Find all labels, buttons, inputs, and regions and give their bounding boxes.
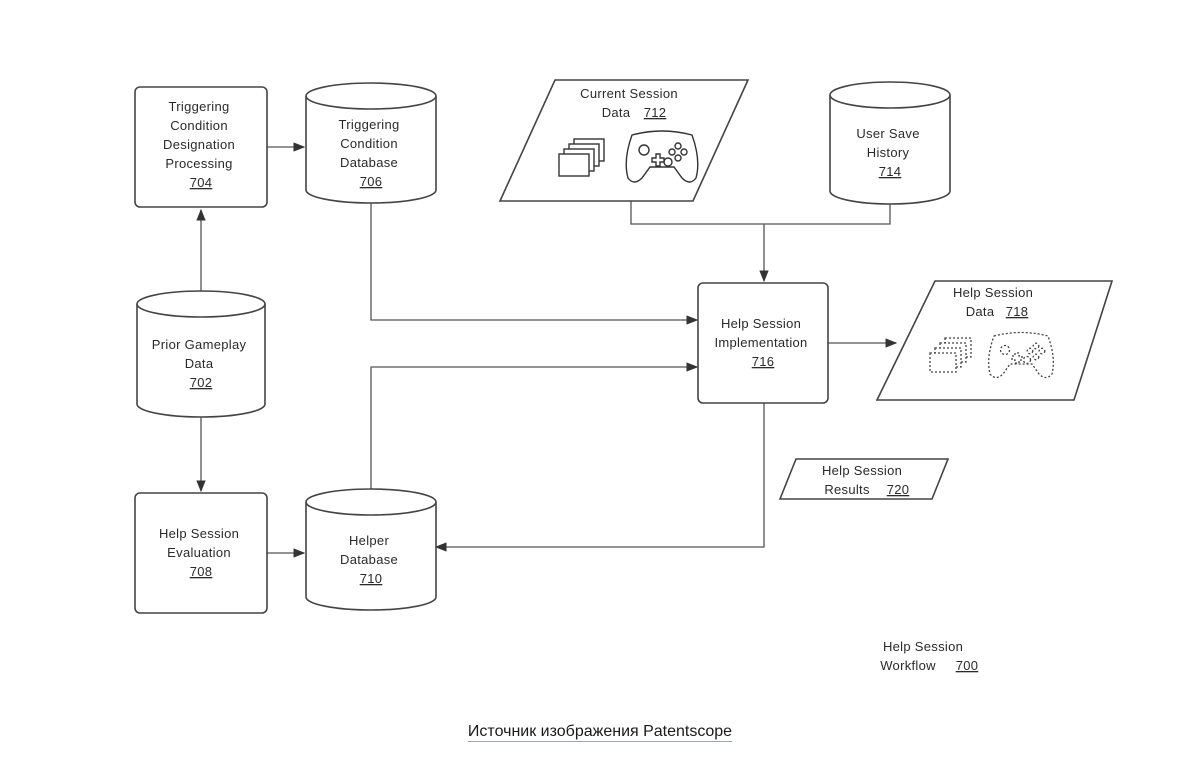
label-704-line2: Condition — [170, 118, 228, 133]
triggering-condition-designation-processing-box: Triggering Condition Designation Process… — [134, 86, 268, 208]
label-718-number: 718 — [1006, 304, 1029, 319]
help-session-data-parallelogram: Help Session Data 718 — [875, 280, 1114, 401]
label-712-number: 712 — [644, 105, 667, 120]
label-706-number: 706 — [360, 174, 383, 189]
current-session-data-parallelogram: Current Session Data 712 — [498, 79, 750, 202]
label-702-number: 702 — [190, 375, 213, 390]
document-stack-dashed-icon — [929, 337, 972, 373]
label-710-line2: Database — [340, 552, 398, 567]
label-708-line2: Evaluation — [167, 545, 231, 560]
label-708-line1: Help Session — [159, 526, 239, 541]
svg-text:Help Session Data: Help Session Data 718 — [953, 285, 1037, 319]
label-716-number: 716 — [752, 354, 775, 369]
label-706-line3: Database — [340, 155, 398, 170]
svg-text:Help Session Results: Help Session Results 720 — [822, 463, 909, 497]
label-714-line2: History — [867, 145, 910, 160]
label-718-line1: Help Session — [953, 285, 1033, 300]
svg-text:Help Session Evaluation: Help Session Evaluation 708 — [159, 526, 243, 579]
triggering-condition-database-cylinder: Triggering Condition Database 706 — [305, 82, 437, 204]
caption-link[interactable]: Источник изображения Patentscope — [467, 723, 733, 742]
prior-gameplay-data-cylinder: Prior Gameplay Data 702 — [136, 290, 266, 418]
label-704-line1: Triggering — [169, 99, 230, 114]
helper-database-cylinder: Helper Database 710 — [305, 488, 437, 611]
connectors — [196, 142, 898, 558]
label-720-line1: Help Session — [822, 463, 902, 478]
workflow-title: Help Session Workflow 700 — [880, 639, 978, 673]
workflow-line1: Help Session — [883, 639, 963, 654]
merge-line-712-714 — [630, 201, 891, 225]
gamepad-dashed-icon — [988, 331, 1054, 379]
label-720-line2: Results — [824, 482, 870, 497]
label-712-line1: Current Session — [580, 86, 678, 101]
help-session-implementation-box: Help Session Implementation 716 — [697, 282, 829, 404]
label-704-line3: Designation — [163, 137, 235, 152]
label-704-number: 704 — [190, 175, 213, 190]
arrow-716-to-710 — [434, 403, 765, 552]
label-716-line2: Implementation — [714, 335, 807, 350]
label-704-line4: Processing — [165, 156, 232, 171]
label-710-line1: Helper — [349, 533, 389, 548]
workflow-line2: Workflow — [880, 658, 936, 673]
label-712-line2: Data — [602, 105, 631, 120]
arrow-706-to-716 — [370, 203, 699, 325]
gamepad-icon — [625, 130, 699, 183]
label-714-number: 714 — [879, 164, 902, 179]
user-save-history-cylinder: User Save History 714 — [829, 81, 951, 205]
label-706-line2: Condition — [340, 136, 398, 151]
svg-text:Prior Gameplay Data: Prior Gameplay Data 702 — [152, 337, 250, 390]
svg-text:Help Session Implementat: Help Session Implementation 716 — [714, 316, 811, 369]
svg-text:Helper Database 71: Helper Database 710 — [340, 533, 402, 586]
svg-text:User Save History: User Save History 714 — [856, 126, 923, 179]
label-706-line1: Triggering — [339, 117, 400, 132]
label-702-line1: Prior Gameplay — [152, 337, 247, 352]
label-710-number: 710 — [360, 571, 383, 586]
label-714-line1: User Save — [856, 126, 919, 141]
image-source-caption: Источник изображения Patentscope — [0, 723, 1200, 742]
help-session-results-parallelogram: Help Session Results 720 — [778, 458, 950, 500]
label-720-number: 720 — [887, 482, 910, 497]
svg-text:Triggering Condition: Triggering Condition Designation Process… — [163, 99, 239, 190]
help-session-evaluation-box: Help Session Evaluation 708 — [134, 492, 268, 614]
label-716-line1: Help Session — [721, 316, 801, 331]
arrow-710-to-716 — [370, 362, 699, 489]
workflow-number: 700 — [956, 658, 979, 673]
label-718-line2: Data — [966, 304, 995, 319]
label-702-line2: Data — [185, 356, 214, 371]
svg-text:Current Session Data: Current Session Data 712 — [580, 86, 682, 120]
document-stack-icon — [558, 138, 605, 177]
svg-text:Triggering Condition: Triggering Condition Database 706 — [339, 117, 404, 189]
label-708-number: 708 — [190, 564, 213, 579]
svg-text:Help Session Workflow: Help Session Workflow 700 — [880, 639, 978, 673]
